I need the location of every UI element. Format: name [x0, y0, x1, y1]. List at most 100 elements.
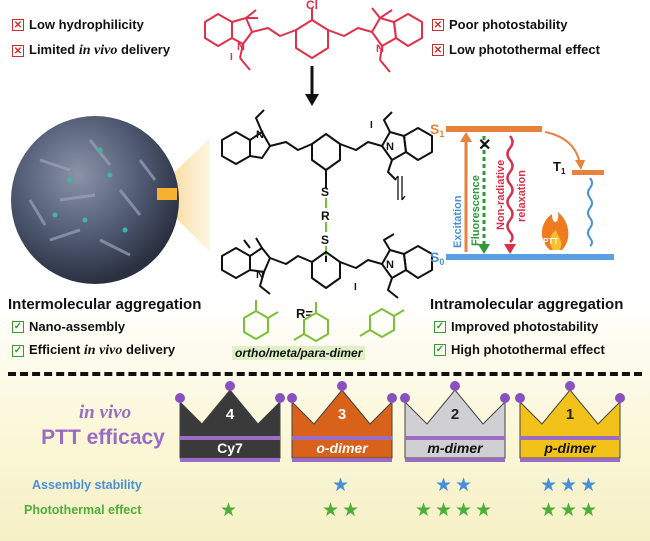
- n-label: N: [256, 269, 264, 281]
- crown-o-dimer-icon: [287, 381, 397, 462]
- check-box-icon: ✓: [434, 343, 446, 356]
- low-photothermal-item: ✕ Low photothermal effect: [432, 42, 600, 57]
- dimer-molecule-upper: [221, 109, 433, 188]
- para-ring-icon: [359, 307, 405, 339]
- photothermal-effect-label: Photothermal effect: [24, 503, 142, 517]
- item-text: High photothermal effect: [451, 342, 605, 357]
- item-text-part: Efficient: [29, 342, 84, 357]
- t1-label: T1: [553, 159, 566, 176]
- iodide-label: I: [230, 52, 233, 63]
- crowns-row: [175, 381, 625, 462]
- cross-box-icon: ✕: [12, 18, 24, 31]
- nano-assembly-item: ✓ Nano-assembly: [12, 319, 125, 334]
- sulfur-label: S: [321, 185, 329, 199]
- item-text-part: delivery: [122, 342, 176, 357]
- photothermal-star-icon: ★: [322, 500, 340, 521]
- cross-icon: ✕: [478, 137, 491, 154]
- cl-label: Cl: [306, 0, 318, 12]
- cross-box-icon: ✕: [12, 44, 24, 57]
- cy7-molecule: [204, 7, 423, 73]
- equilibrium-arrows-icon: [394, 175, 406, 201]
- nonradiative-label: Non-radiative: [495, 160, 507, 230]
- n-label: N: [386, 141, 394, 153]
- crown-rank: 4: [225, 406, 235, 423]
- item-text: Improved photostability: [451, 319, 599, 334]
- cross-box-icon: ✕: [432, 18, 444, 31]
- ptt-flame-label: PTT: [543, 237, 558, 246]
- photothermal-star-icon: ★: [540, 500, 558, 521]
- crown-cy7-icon: [175, 381, 285, 462]
- cross-box-icon: ✕: [432, 43, 444, 56]
- t1-level: [572, 170, 604, 175]
- nanoparticle-sphere-icon: [11, 116, 179, 284]
- check-box-icon: ✓: [12, 344, 24, 357]
- item-text: Low hydrophilicity: [29, 17, 144, 32]
- s1-label: S1: [430, 121, 444, 139]
- molecule-diagram: Cl N I N N N I S R S: [11, 0, 614, 343]
- low-hydrophilicity-item: ✕ Low hydrophilicity: [12, 17, 144, 32]
- crown-rank: 3: [337, 406, 347, 423]
- aromatic-rings: [243, 300, 405, 343]
- s1-level: [446, 126, 542, 132]
- poor-photostability-item: ✕ Poor photostability: [432, 17, 567, 32]
- check-box-icon: ✓: [12, 320, 24, 333]
- photothermal-star-icon: ★: [580, 500, 598, 521]
- nonradiative-arrow-icon: [506, 135, 514, 243]
- crown-rank: 1: [565, 406, 575, 423]
- ptt-efficacy-title: PTT efficacy: [41, 426, 165, 449]
- excitation-label: Excitation: [452, 195, 464, 248]
- stability-star-icon: ★: [560, 475, 578, 496]
- n-label: N: [376, 43, 384, 55]
- intermolecular-heading: Intermolecular aggregation: [8, 296, 202, 313]
- photothermal-star-icon: ★: [560, 500, 578, 521]
- photothermal-star-icon: ★: [455, 500, 473, 521]
- iodide-label: I: [370, 120, 373, 131]
- in-vivo-italic: in vivo: [78, 43, 118, 58]
- isc-arrow-icon: [544, 131, 581, 165]
- check-box-icon: ✓: [434, 320, 446, 333]
- n-label: N: [256, 129, 264, 141]
- s0-label: S0: [430, 249, 444, 267]
- assembly-stability-label: Assembly stability: [32, 478, 142, 492]
- crown-p-dimer-icon: [515, 381, 625, 462]
- photothermal-star-icon: ★: [220, 500, 238, 521]
- photothermal-star-icon: ★: [415, 500, 433, 521]
- limited-delivery-item: ✕ Limited in vivo delivery: [12, 42, 170, 59]
- in-vivo-italic: in vivo: [83, 343, 123, 358]
- n-label: N: [386, 259, 394, 271]
- photothermal-star-icon: ★: [342, 500, 360, 521]
- photothermal-star-icon: ★: [435, 500, 453, 521]
- stability-star-icon: ★: [332, 475, 350, 496]
- iodide-label: I: [354, 282, 357, 293]
- dimer-caption: ortho/meta/para-dimer: [232, 346, 366, 360]
- efficient-delivery-item: ✓ Efficient in vivo delivery: [12, 342, 175, 359]
- crown-label: m-dimer: [427, 440, 483, 456]
- photothermal-item: ✓ High photothermal effect: [434, 342, 605, 357]
- meta-ring-icon: [293, 302, 329, 343]
- fluorescence-label: Fluorescence: [470, 175, 482, 246]
- n-label: N: [237, 41, 245, 53]
- item-text: Nano-assembly: [29, 319, 126, 334]
- crown-label: Cy7: [217, 440, 243, 456]
- item-text-part: delivery: [117, 42, 171, 57]
- nanoparticle-dots: [52, 147, 128, 233]
- jablonski-diagram: ✕: [446, 126, 614, 260]
- photothermal-star-icon: ★: [475, 500, 493, 521]
- down-arrow-head-icon: [305, 94, 319, 106]
- item-text: Poor photostability: [449, 17, 568, 32]
- phosphor-arrow-icon: [587, 177, 593, 247]
- item-text: Limited in vivo delivery: [29, 42, 170, 59]
- r-label: R: [321, 209, 330, 223]
- stability-star-icon: ★: [455, 475, 473, 496]
- crown-label: p-dimer: [544, 440, 596, 456]
- crown-label: o-dimer: [316, 440, 368, 456]
- stability-star-icon: ★: [580, 475, 598, 496]
- item-text: Low photothermal effect: [449, 42, 600, 57]
- zoom-cone: [152, 138, 210, 252]
- linker-highlight-icon: [157, 188, 177, 200]
- in-vivo-title: in vivo: [78, 402, 132, 423]
- crown-m-dimer-icon: [400, 381, 510, 462]
- relaxation-label: relaxation: [516, 170, 528, 222]
- crown-rank: 2: [450, 406, 460, 423]
- stability-star-icon: ★: [435, 475, 453, 496]
